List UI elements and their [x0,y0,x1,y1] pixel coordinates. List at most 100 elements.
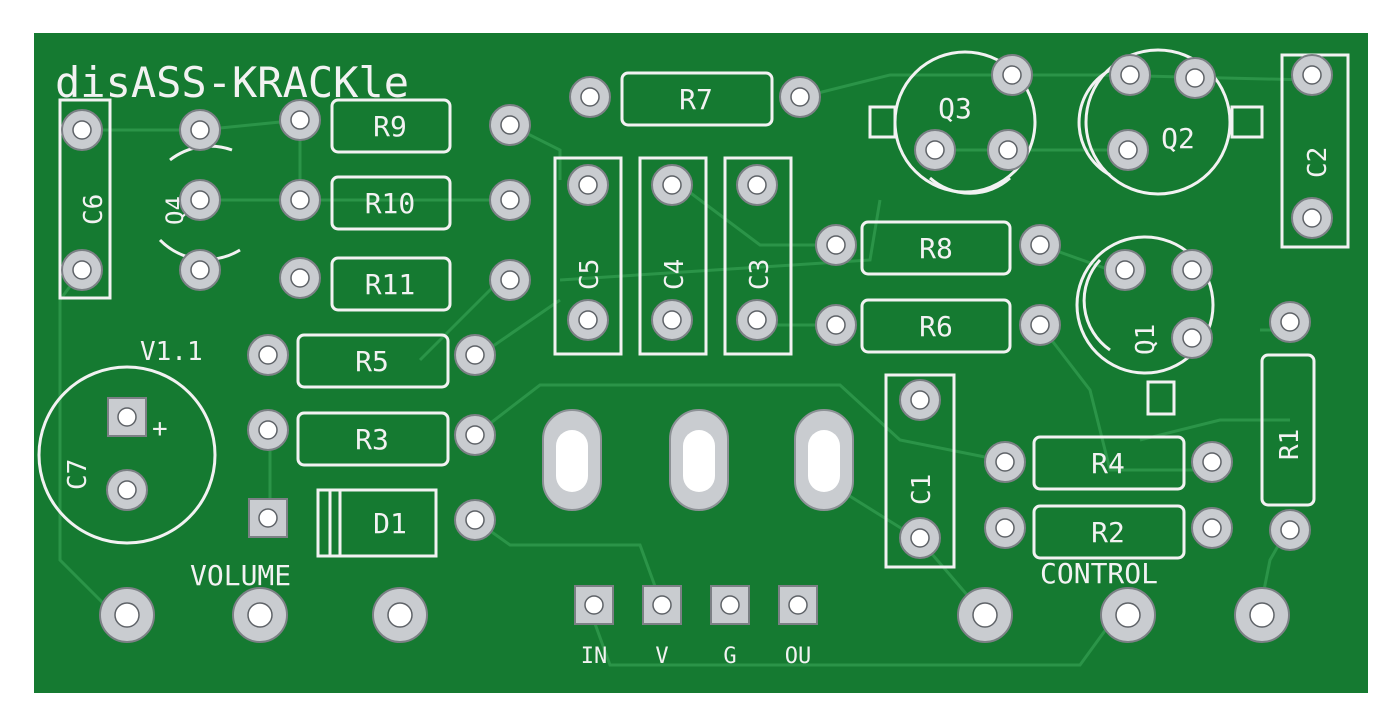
label-d1: D1 [373,507,407,540]
round-pad-hole [72,260,92,280]
round-pad-hole [465,510,485,530]
label-r1: R1 [1275,429,1305,460]
label-io-in: IN [581,644,608,669]
square-pad [248,498,288,538]
round-pad-hole [826,235,846,255]
resistor-r8: R8 [860,220,1012,276]
round-pad-hole [465,345,485,365]
label-io-g: G [723,644,736,669]
round-pad-hole [465,425,485,445]
round-pad-hole [826,315,846,335]
transistor-q2: Q2 [1077,48,1264,196]
pot-lug-pad-hole [114,602,140,628]
round-pad-hole [1118,140,1138,160]
capacitor-c3: C3 [723,156,793,356]
label-io-v: V [655,644,668,669]
round-pad-hole [580,87,600,107]
label-c6: C6 [79,194,109,225]
round-pad-hole [500,115,520,135]
resistor-r7: R7 [620,71,774,127]
label-r3: R3 [355,423,389,456]
square-pad-hole [117,407,137,427]
round-pad-hole [910,390,930,410]
resistor-r9: R9 [330,98,452,154]
solder-pads [61,54,1333,643]
label-r8: R8 [919,232,953,265]
round-pad-hole [1120,65,1140,85]
round-pad-hole [1302,65,1322,85]
round-pad-hole [1182,260,1202,280]
capacitor-c4: C4 [638,156,708,356]
transistor-q3: Q3 [868,50,1037,195]
round-pad-hole [290,190,310,210]
capacitor-c1: C1 [884,373,956,569]
round-pad-hole [995,452,1015,472]
square-pad [107,397,147,437]
resistor-r10: R10 [330,175,452,231]
label-io-ou: OU [785,644,812,669]
round-pad-hole [1030,315,1050,335]
round-pad-hole [258,345,278,365]
round-pad-hole [925,140,945,160]
resistor-r11: R11 [330,256,452,312]
round-pad-hole [190,260,210,280]
label-r7: R7 [679,83,713,116]
round-pad-hole [1202,452,1222,472]
resistor-r4: R4 [1032,435,1186,491]
label-q2: Q2 [1161,122,1195,155]
square-pad-hole [788,595,808,615]
resistor-r3: R3 [296,411,450,467]
pot-lug-pad-hole [1249,602,1275,628]
round-pad-hole [72,120,92,140]
label-r2: R2 [1091,516,1125,549]
label-q1: Q1 [1131,324,1161,355]
round-pad-hole [290,110,310,130]
transistor-q1: Q1 [1075,235,1215,416]
label-c7: C7 [63,459,93,490]
round-pad-hole [662,310,682,330]
pot-lug-pad-hole [972,602,998,628]
label-q3: Q3 [938,92,972,125]
label-c2: C2 [1303,147,1333,178]
polarity-mark: + [152,414,168,444]
round-pad-hole [1115,260,1135,280]
label-c1: C1 [907,474,937,505]
pot-lug-pad-hole [247,602,273,628]
label-r11: R11 [365,268,416,301]
capacitor-c5: C5 [553,156,623,356]
round-pad-hole [500,270,520,290]
capacitor-c7: + C7 [37,365,217,545]
round-pad-hole [117,480,137,500]
round-pad-hole [995,518,1015,538]
round-pad-hole [1182,328,1202,348]
round-pad-hole [500,190,520,210]
label-control: CONTROL [1040,557,1158,590]
pot-mounting-slots [542,409,854,511]
round-pad-hole [910,528,930,548]
label-r9: R9 [373,110,407,143]
round-pad-hole [998,140,1018,160]
round-pad-hole [1280,312,1300,332]
pot-lug-pad-hole [387,602,413,628]
square-pad-hole [584,595,604,615]
label-r5: R5 [355,345,389,378]
square-pad-hole [720,595,740,615]
round-pad-hole [1185,68,1205,88]
round-pad-hole [747,175,767,195]
label-volume: VOLUME [190,559,291,592]
square-pad-hole [652,595,672,615]
round-pad-hole [258,420,278,440]
resistor-r1: R1 [1260,353,1316,507]
pot-lug-pad-hole [1115,602,1141,628]
label-c5: C5 [575,259,605,290]
round-pad-hole [190,190,210,210]
label-c3: C3 [745,259,775,290]
round-pad-hole [578,175,598,195]
round-pad-hole [1302,208,1322,228]
round-pad-hole [1030,235,1050,255]
round-pad-hole [790,87,810,107]
round-pad-hole [1202,518,1222,538]
label-r6: R6 [919,310,953,343]
label-r10: R10 [365,187,416,220]
round-pad-hole [578,310,598,330]
